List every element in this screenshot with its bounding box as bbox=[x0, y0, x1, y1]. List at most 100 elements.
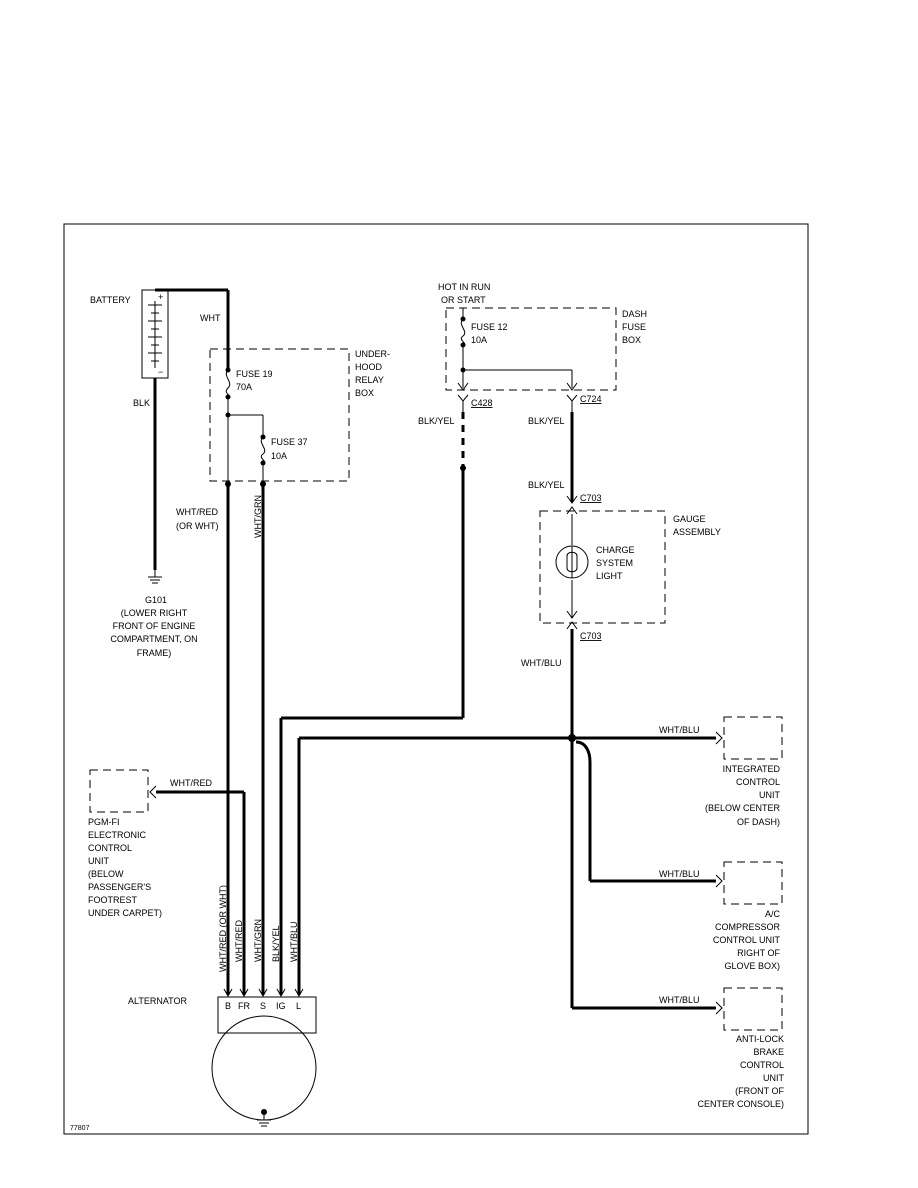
pgmfi-ecu-box bbox=[89, 769, 149, 813]
fuse12-rating: 10A bbox=[471, 335, 487, 345]
pgmfi-label-2: ELECTRONIC bbox=[88, 830, 147, 840]
connector-c703-bottom-label: C703 bbox=[580, 631, 602, 641]
icu-label-1: INTEGRATED bbox=[723, 764, 781, 774]
connector-c428-label: C428 bbox=[471, 398, 493, 408]
integrated-control-unit-box bbox=[723, 716, 783, 760]
connector-c703-top-label: C703 bbox=[580, 493, 602, 503]
icu-label-3: UNIT bbox=[759, 790, 780, 800]
wire-label-wht-blu-abs: WHT/BLU bbox=[659, 995, 700, 1005]
wire-label-or-wht: (OR WHT) bbox=[176, 521, 219, 531]
abs-label-3: CONTROL bbox=[740, 1060, 784, 1070]
ground-location-2: FRONT OF ENGINE bbox=[113, 621, 196, 631]
connector-c724-label: C724 bbox=[580, 394, 602, 404]
alternator-body bbox=[211, 1015, 317, 1121]
dash-box-label-1: DASH bbox=[622, 309, 647, 319]
ground-location-3: COMPARTMENT, ON bbox=[110, 634, 197, 644]
alternator-terminal-block bbox=[217, 996, 317, 1034]
connector-c703-top-arrow bbox=[566, 495, 578, 504]
battery-minus-sign: − bbox=[158, 367, 163, 377]
alternator-terminal-b-arrow bbox=[223, 988, 233, 998]
wire-label-blk: BLK bbox=[133, 398, 150, 408]
wire-label-wht-red-pgmfi: WHT/RED bbox=[170, 778, 212, 788]
wire-label-wht-blu-alt: WHT/BLU bbox=[289, 922, 299, 963]
underhood-relay-box bbox=[209, 348, 350, 482]
charge-light-label-1: CHARGE bbox=[596, 545, 635, 555]
pgmfi-label-6: PASSENGER'S bbox=[88, 882, 151, 892]
wire-label-wht-grn-upper: WHT/GRN bbox=[253, 495, 263, 538]
charge-light-label-2: SYSTEM bbox=[596, 558, 633, 568]
connector-c724-arrow bbox=[566, 382, 578, 391]
alternator-ground-icon bbox=[257, 1109, 271, 1127]
hot-in-run-label: HOT IN RUN bbox=[438, 282, 490, 292]
pgmfi-label-1: PGM-FI bbox=[88, 817, 120, 827]
wire-label-wht-red-upper: WHT/RED bbox=[176, 507, 218, 517]
ac-label-4: RIGHT OF bbox=[737, 948, 780, 958]
alternator-terminal-b: B bbox=[225, 1001, 231, 1011]
pgmfi-label-4: UNIT bbox=[88, 856, 109, 866]
underhood-label-4: BOX bbox=[355, 388, 374, 398]
wire-label-wht-blu-icu: WHT/BLU bbox=[659, 725, 700, 735]
abs-label-4: UNIT bbox=[763, 1073, 784, 1083]
ac-label-2: COMPRESSOR bbox=[715, 922, 781, 932]
wire-label-wht-grn-alt: WHT/GRN bbox=[253, 919, 263, 962]
or-start-label: OR START bbox=[441, 295, 486, 305]
wire-label-blk-yel-c428: BLK/YEL bbox=[418, 416, 455, 426]
pgmfi-label-8: UNDER CARPET) bbox=[88, 908, 162, 918]
dash-box-label-3: BOX bbox=[622, 335, 641, 345]
charge-light-label-3: LIGHT bbox=[596, 571, 623, 581]
fuse37-symbol bbox=[260, 436, 266, 464]
alternator-terminal-l: L bbox=[296, 1001, 301, 1011]
fuse12-symbol bbox=[460, 318, 466, 346]
ground-location-4: FRAME) bbox=[137, 648, 172, 658]
ground-name: G101 bbox=[145, 595, 167, 605]
pgmfi-label-3: CONTROL bbox=[88, 843, 132, 853]
connector-c428-arrow bbox=[457, 382, 469, 391]
gauge-assembly-box bbox=[539, 510, 666, 624]
battery-plus-sign: + bbox=[158, 292, 163, 302]
gauge-label-2: ASSEMBLY bbox=[673, 527, 721, 537]
abs-label-1: ANTI-LOCK bbox=[736, 1034, 784, 1044]
gauge-label-1: GAUGE bbox=[673, 514, 706, 524]
dash-box-label-2: FUSE bbox=[622, 322, 646, 332]
wire-label-wht-blu-ac: WHT/BLU bbox=[659, 869, 700, 879]
battery: + − bbox=[141, 289, 169, 379]
pgmfi-label-5: (BELOW bbox=[88, 869, 124, 879]
wire-label-wht-red-or-wht-alt: WHT/RED (OR WHT) bbox=[218, 885, 228, 972]
alternator-terminal-s: S bbox=[260, 1001, 266, 1011]
alternator-terminal-ig: IG bbox=[276, 1001, 286, 1011]
alternator-label: ALTERNATOR bbox=[128, 996, 188, 1006]
ac-label-3: CONTROL UNIT bbox=[713, 935, 781, 945]
underhood-label-3: RELAY bbox=[355, 375, 384, 385]
figure-id: 77807 bbox=[70, 1125, 90, 1132]
underhood-label-2: HOOD bbox=[355, 362, 383, 372]
abs-label-2: BRAKE bbox=[753, 1047, 784, 1057]
icu-label-4: (BELOW CENTER bbox=[705, 803, 781, 813]
connector-c703-bottom-arrow bbox=[566, 621, 578, 630]
icu-label-2: CONTROL bbox=[736, 777, 780, 787]
underhood-label-1: UNDER- bbox=[355, 349, 390, 359]
ac-label-5: GLOVE BOX) bbox=[724, 961, 780, 971]
diagram-frame bbox=[63, 223, 809, 1135]
ac-label-1: A/C bbox=[765, 909, 781, 919]
pgmfi-label-7: FOOTREST bbox=[88, 895, 138, 905]
wire-label-blk-yel-c724: BLK/YEL bbox=[528, 416, 565, 426]
fuse19-name: FUSE 19 bbox=[236, 369, 273, 379]
abs-control-unit-box bbox=[723, 987, 783, 1031]
wire-label-blk-yel-alt: BLK/YEL bbox=[271, 925, 281, 962]
battery-label: BATTERY bbox=[90, 295, 131, 305]
icu-label-5: OF DASH) bbox=[737, 817, 780, 827]
wire-label-blk-yel-c703: BLK/YEL bbox=[528, 480, 565, 490]
wire-label-wht-blu-gauge: WHT/BLU bbox=[521, 658, 562, 668]
abs-label-6: CENTER CONSOLE) bbox=[697, 1099, 784, 1109]
fuse37-rating: 10A bbox=[271, 451, 287, 461]
ground-location-1: (LOWER RIGHT bbox=[121, 608, 188, 618]
dash-fuse-box bbox=[445, 307, 617, 391]
abs-label-5: (FRONT OF bbox=[735, 1086, 784, 1096]
ground-g101-symbol bbox=[148, 570, 162, 584]
wire-label-wht-red-alt: WHT/RED bbox=[234, 920, 244, 962]
fuse37-name: FUSE 37 bbox=[271, 437, 308, 447]
wire-label-wht: WHT bbox=[200, 313, 221, 323]
fuse12-name: FUSE 12 bbox=[471, 322, 508, 332]
fuse19-symbol bbox=[225, 369, 231, 398]
